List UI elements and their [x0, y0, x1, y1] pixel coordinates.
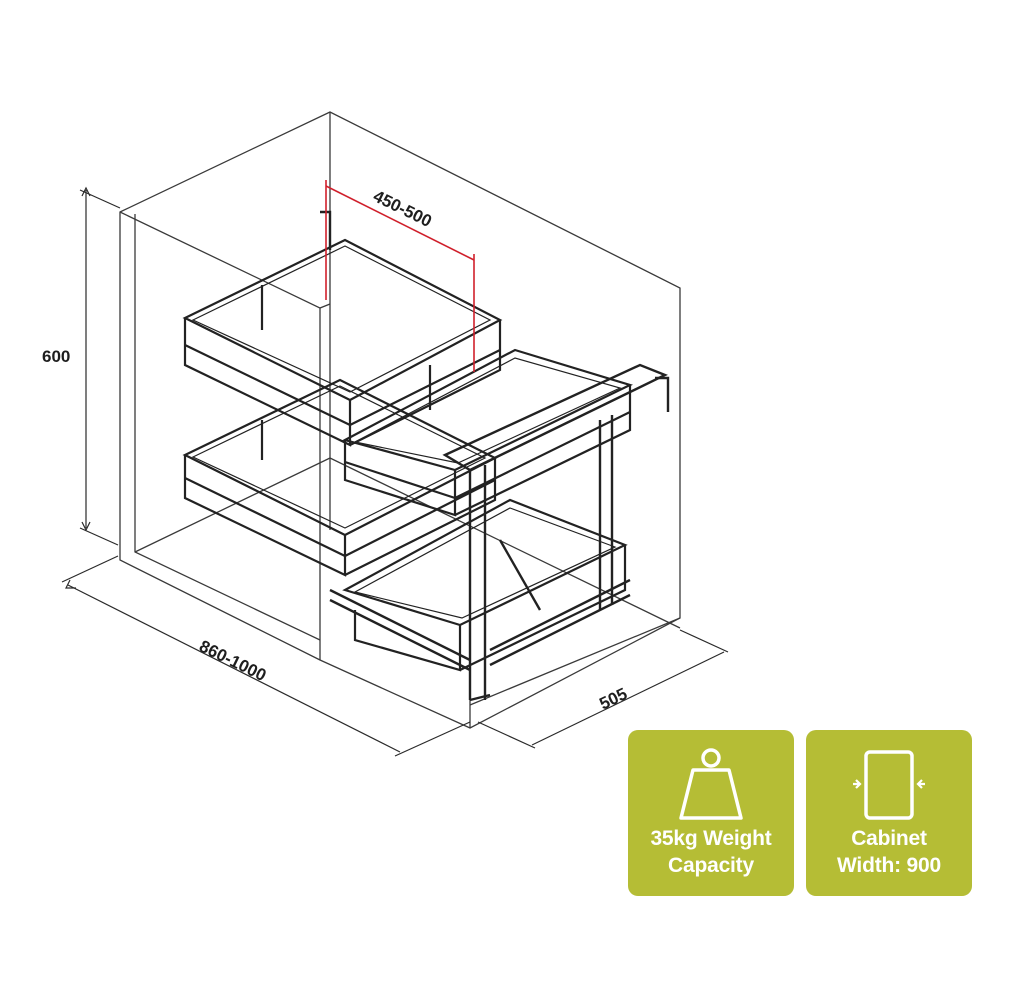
cabinet-width-icon — [853, 750, 925, 820]
weight-capacity-label: 35kg Weight Capacity — [628, 825, 794, 879]
dimension-width-range-label: 860-1000 — [196, 637, 269, 686]
cabinet-width-badge: Cabinet Width: 900 — [806, 730, 972, 896]
basket-lower-left — [182, 378, 498, 577]
cabinet-width-line1: Cabinet — [851, 827, 927, 850]
basket-upper-left — [182, 238, 503, 447]
dimension-depth-range — [325, 180, 475, 372]
weight-capacity-line2: Capacity — [668, 854, 754, 877]
basket-lower-right — [342, 498, 628, 672]
dimension-side-depth — [477, 629, 729, 749]
cabinet-outline — [119, 111, 681, 729]
weight-capacity-line1: 35kg Weight — [650, 827, 772, 850]
cabinet-width-label: Cabinet Width: 900 — [806, 825, 972, 879]
dimension-width-range — [61, 555, 471, 757]
weight-icon — [679, 748, 743, 820]
dimension-height-label: 600 — [42, 347, 70, 366]
dimension-side-depth-label: 505 — [596, 684, 630, 714]
pull-out-frame — [320, 210, 670, 702]
weight-capacity-badge: 35kg Weight Capacity — [628, 730, 794, 896]
dimension-height — [79, 186, 121, 546]
cabinet-width-line2: Width: 900 — [837, 854, 941, 877]
basket-upper-right — [342, 348, 634, 517]
